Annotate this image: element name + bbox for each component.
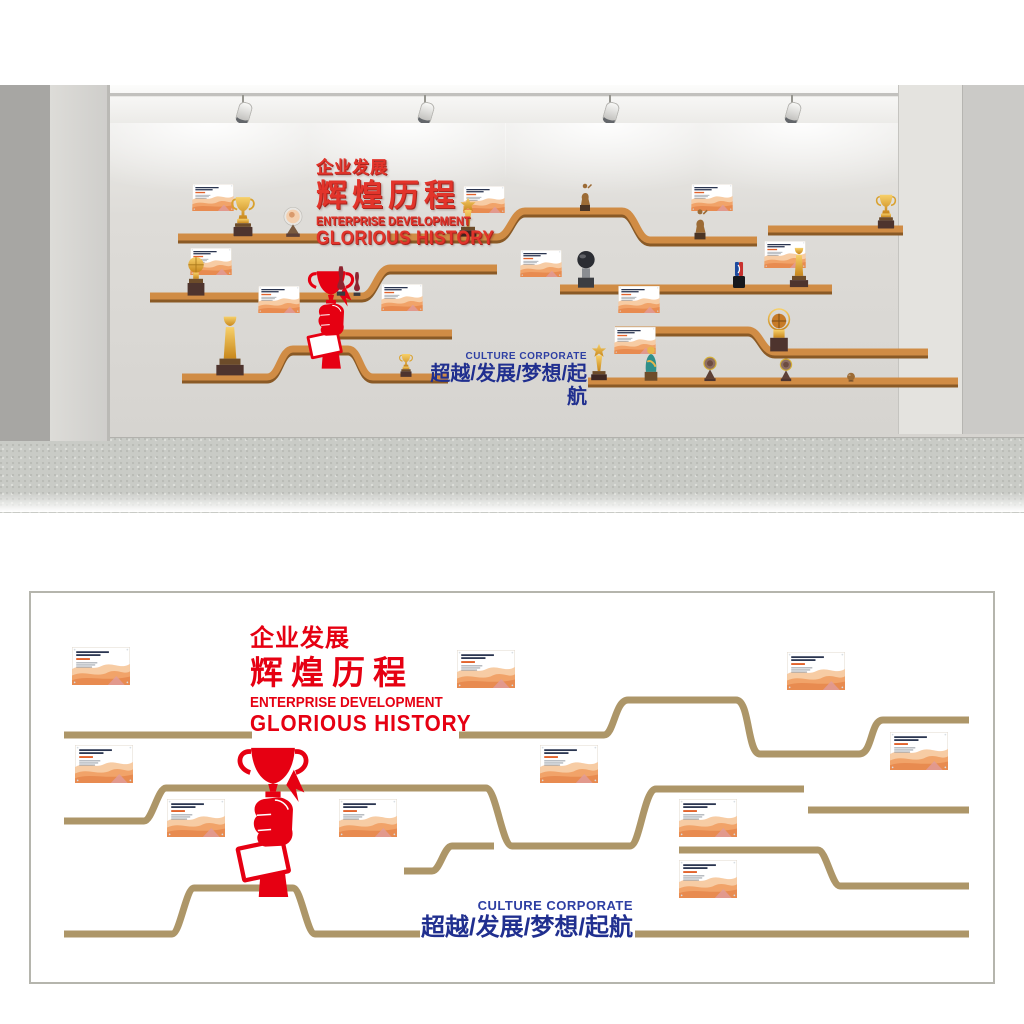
trophy-star (591, 343, 607, 381)
milestone-card (679, 860, 737, 898)
light-stem (242, 95, 244, 104)
design-title-zh-small: 企业发展 (250, 625, 350, 652)
milestone-card (890, 732, 948, 770)
trophy-medal (779, 358, 793, 382)
trophy-medal (703, 356, 717, 382)
track-spotlight (234, 93, 254, 126)
left-wall-dark (0, 85, 50, 441)
milestone-card (540, 745, 598, 783)
wall-title-block: 企业发展 辉煌历程 ENTERPRISE DEVELOPMENT GLORIOU… (316, 159, 514, 248)
trophy-cup (399, 353, 413, 378)
milestone-card (72, 647, 130, 685)
milestone-card (679, 799, 737, 837)
ceiling-light-glow (307, 123, 506, 233)
room-render-view: 企业发展 辉煌历程 ENTERPRISE DEVELOPMENT GLORIOU… (0, 85, 1024, 513)
design-title-zh-big: 辉煌历程 (250, 654, 414, 691)
milestone-card (618, 286, 660, 313)
light-track (0, 93, 1024, 96)
display-wall (0, 123, 1024, 437)
right-wall (962, 85, 1024, 434)
light-stem (791, 95, 793, 104)
milestone-card (381, 284, 423, 311)
trophy-plate (283, 207, 303, 238)
light-stem (424, 95, 426, 104)
left-wall-face (50, 85, 110, 441)
milestone-card (167, 799, 225, 837)
design-title-block: 企业发展 辉煌历程 ENTERPRISE DEVELOPMENT GLORIOU… (250, 627, 496, 735)
trophy-statue (693, 208, 709, 241)
trophy-hand-graphic (238, 748, 306, 897)
milestone-card (192, 184, 234, 211)
wall-title-zh-big: 辉煌历程 (316, 178, 460, 213)
trophy-nba (732, 261, 746, 289)
trophy-globe (577, 251, 595, 288)
ceiling-light-glow (110, 123, 308, 233)
light-stem (609, 95, 611, 104)
track-spotlight (601, 93, 621, 126)
design-slogan-zh: 超越/发展/梦想/起航 (420, 913, 633, 941)
trophy-ballcup (187, 256, 205, 297)
design-title-en-big: GLORIOUS HISTORY (250, 710, 472, 736)
wall-slogan-en: CULTURE CORPORATE (465, 351, 587, 362)
design-panel: 企业发展 辉煌历程 ENTERPRISE DEVELOPMENT GLORIOU… (29, 591, 995, 984)
design-slogan-en: CULTURE CORPORATE (477, 898, 633, 913)
track-spotlight (416, 93, 436, 126)
wall-title-en-small: ENTERPRISE DEVELOPMENT (316, 214, 471, 228)
floor-fade (0, 492, 1024, 512)
track-spotlight (783, 93, 803, 126)
milestone-card (258, 286, 300, 313)
milestone-card (691, 184, 733, 211)
trophy-lamp (767, 308, 791, 353)
wall-slogan-zh: 超越/发展/梦想/起航 (430, 362, 587, 408)
wall-title-en-big: GLORIOUS HISTORY (316, 228, 495, 249)
wood-shelves (150, 207, 958, 388)
milestone-card (339, 799, 397, 837)
design-title-en-small: ENTERPRISE DEVELOPMENT (250, 694, 443, 711)
right-pillar-face (898, 85, 963, 434)
trophy-cup (231, 196, 255, 238)
trophy-statue (579, 183, 593, 212)
design-slogan-block: CULTURE CORPORATE 超越/发展/梦想/起航 (420, 898, 633, 942)
ceiling-light-glow (702, 123, 901, 233)
wall-slogan-block: CULTURE CORPORATE 超越/发展/梦想/起航 (427, 351, 587, 409)
trophy-cup (875, 193, 897, 230)
wall-title-zh-small: 企业发展 (316, 158, 388, 177)
trophy-vase (353, 272, 361, 296)
milestone-card (787, 652, 845, 690)
design-shelf-lines (64, 647, 969, 938)
milestone-card (75, 745, 133, 783)
trophy-column (216, 316, 244, 376)
milestone-card (520, 250, 562, 277)
wall-shelf-graphic (150, 183, 958, 388)
